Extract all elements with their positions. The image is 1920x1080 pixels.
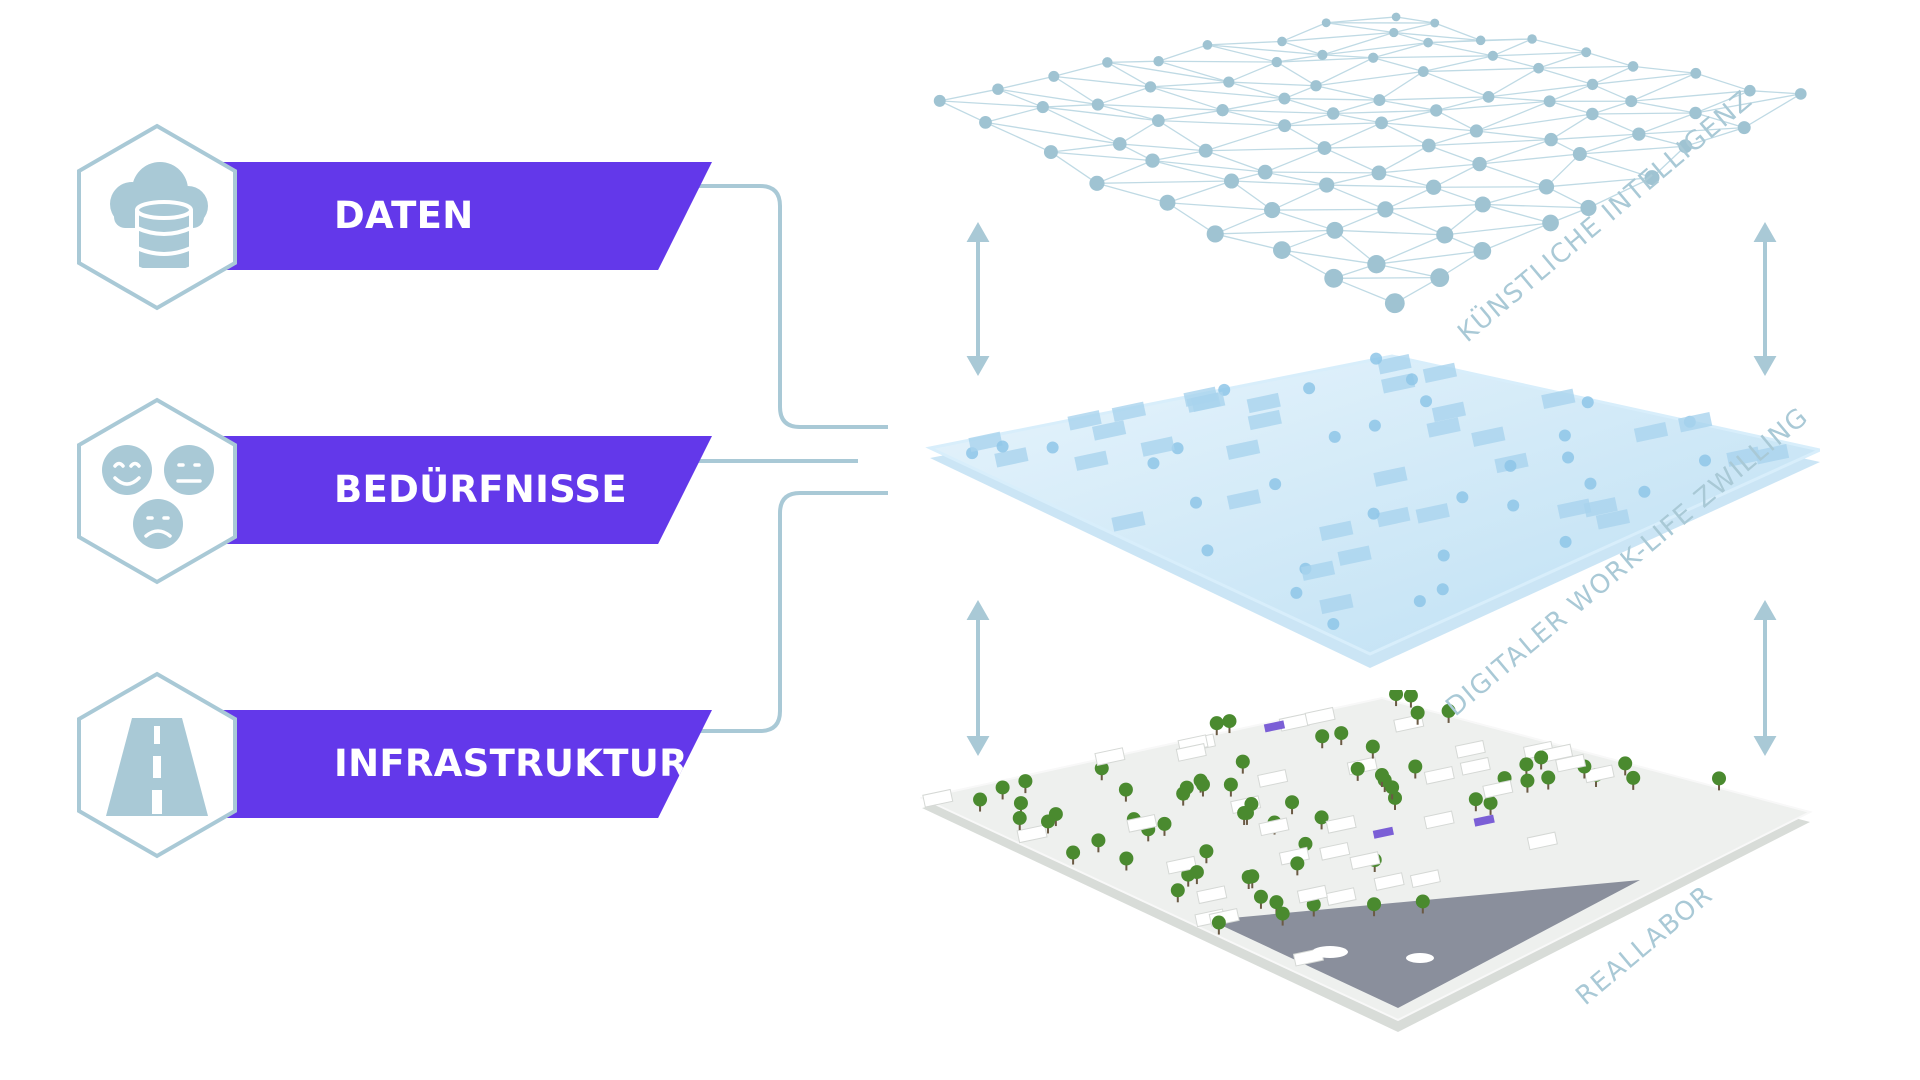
banner-daten: DATEN	[222, 162, 712, 270]
reallabor-objects	[922, 690, 1727, 967]
digital-twin-surface	[925, 354, 1820, 656]
double-arrow-left-bottom-icon	[966, 599, 990, 757]
connector-daten	[680, 184, 888, 429]
double-arrow-right-top-icon	[1753, 221, 1777, 377]
banner-label-infrastruktur: INFRASTRUKTUR	[334, 742, 688, 785]
item-daten: DATEN	[72, 122, 712, 312]
ai-network-layer	[933, 12, 1807, 314]
cloud-database-icon	[77, 123, 237, 311]
double-arrow-left-top-icon	[966, 221, 990, 377]
item-beduerfnisse: BEDÜRFNISSE	[72, 396, 712, 586]
banner-label-daten: DATEN	[334, 194, 474, 237]
road-icon	[77, 671, 237, 859]
banner-infrastruktur: INFRASTRUKTUR	[222, 710, 712, 818]
item-infrastruktur: INFRASTRUKTUR	[72, 670, 712, 860]
reallabor-layer	[920, 690, 1813, 1032]
banner-beduerfnisse: BEDÜRFNISSE	[222, 436, 712, 544]
double-arrow-right-bottom-icon	[1753, 599, 1777, 757]
digital-twin-layer	[925, 352, 1820, 668]
reallabor-water	[1210, 880, 1640, 1008]
banner-label-beduerfnisse: BEDÜRFNISSE	[334, 468, 627, 511]
digital-twin-buildings	[966, 352, 1790, 630]
smiley-faces-icon	[77, 397, 237, 585]
connector-infrastruktur	[680, 491, 888, 733]
